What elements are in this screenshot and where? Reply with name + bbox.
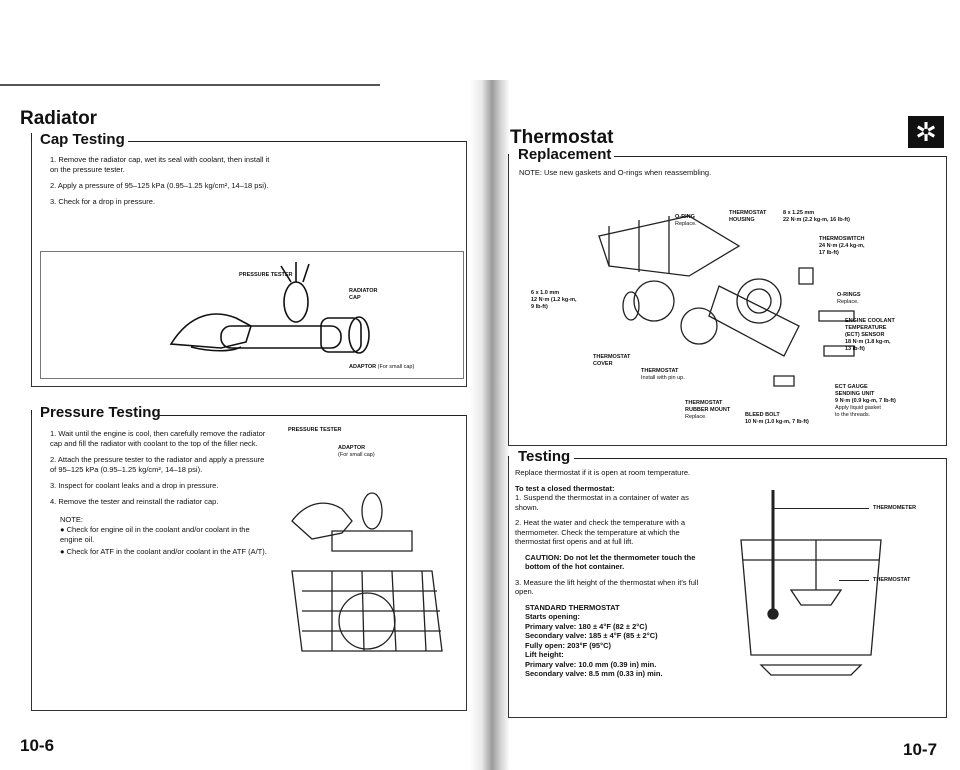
thermostat-exploded-view	[598, 215, 855, 387]
pressure-fig-tester: PRESSURE TESTER	[288, 427, 342, 433]
pressure-step-2: 2. Attach the pressure tester to the rad…	[50, 455, 265, 474]
fig-thermostat-test: THERMOSTAT	[873, 577, 911, 583]
thermostat-logo-icon: ✲	[908, 116, 944, 148]
section-heading-pressure-testing: Pressure Testing	[40, 404, 161, 421]
page-title-radiator: Radiator	[20, 108, 98, 129]
thermostat-test-illustration	[740, 490, 882, 676]
page-number-right: 10-7	[903, 740, 938, 759]
pressure-fig-adaptor: ADAPTOR(For small cap)	[338, 445, 375, 458]
spec-line: Primary valve: 180 ± 4°F (82 ± 2°C)	[525, 621, 648, 631]
cap-fig-pressure-tester: PRESSURE TESTER	[239, 272, 293, 278]
testing-box: Replace thermostat if it is open at room…	[508, 458, 947, 718]
spec-list: Starts opening: Primary valve: 180 ± 4°F…	[525, 612, 711, 679]
testing-closed-title: To test a closed thermostat:	[515, 483, 615, 493]
testing-text: Replace thermostat if it is open at room…	[515, 468, 711, 679]
pressure-steps: 1. Wait until the engine is cool, then c…	[50, 429, 268, 563]
spec-line: Fully open: 203°F (95°C)	[525, 640, 612, 650]
cap-fig-adaptor: ADAPTOR (For small cap)	[349, 364, 415, 370]
left-frame-top	[31, 133, 32, 143]
cap-steps: 1. Remove the radiator cap, wet its seal…	[50, 155, 272, 213]
top-edge-line	[0, 84, 380, 86]
testing-step-1: 1. Suspend the thermostat in a container…	[515, 493, 689, 512]
spec-line: Lift height:	[525, 650, 564, 659]
cap-fig-radiator-cap: RADIATOR CAP	[349, 288, 378, 301]
spec-line: Starts opening:	[525, 612, 581, 621]
cap-testing-box: 1. Remove the radiator cap, wet its seal…	[31, 141, 467, 387]
spec-line: Secondary valve: 185 ± 4°F (85 ± 2°C)	[525, 631, 658, 640]
pressure-note-title: NOTE:	[60, 515, 83, 524]
cap-tester-illustration	[169, 262, 370, 354]
cap-figure-frame: PRESSURE TESTER RADIATOR CAP ADAPTOR (Fo…	[40, 251, 464, 379]
thermostat-leader	[839, 580, 869, 581]
spec-title: STANDARD THERMOSTAT	[525, 602, 620, 612]
spec-line: Primary valve: 10.0 mm (0.39 in) min.	[525, 659, 657, 669]
pressure-note-2: ● Check for ATF in the coolant and/or co…	[60, 547, 267, 556]
cap-step-1: 1. Remove the radiator cap, wet its seal…	[50, 155, 270, 174]
replacement-heading-rule	[614, 156, 946, 157]
fig-thermometer: THERMOMETER	[873, 505, 917, 511]
pressure-testing-box: 1. Wait until the engine is cool, then c…	[31, 415, 467, 711]
page-number-left: 10-6	[20, 736, 55, 755]
replacement-box: NOTE: Use new gaskets and O-rings when r…	[508, 156, 947, 446]
testing-step-2: 2. Heat the water and check the temperat…	[515, 518, 686, 546]
cap-heading-rule	[128, 141, 466, 142]
testing-heading-rule	[574, 458, 946, 459]
pressure-step-3: 3. Inspect for coolant leaks and a drop …	[50, 481, 219, 490]
section-heading-testing: Testing	[518, 448, 571, 465]
spec-line: Secondary valve: 8.5 mm (0.33 in) min.	[525, 669, 663, 678]
cap-step-3: 3. Check for a drop in pressure.	[50, 197, 156, 206]
page-title-thermostat: Thermostat	[510, 127, 614, 148]
pressure-step-4: 4. Remove the tester and reinstall the r…	[50, 497, 219, 506]
pressure-step-1: 1. Wait until the engine is cool, then c…	[50, 429, 266, 448]
section-heading-replacement: Replacement	[518, 146, 612, 163]
testing-caution: CAUTION: Do not let the thermometer touc…	[525, 552, 696, 572]
testing-intro: Replace thermostat if it is open at room…	[515, 468, 691, 477]
section-heading-cap-testing: Cap Testing	[40, 131, 125, 148]
replacement-note: NOTE: Use new gaskets and O-rings when r…	[519, 168, 712, 177]
testing-step-3: 3. Measure the lift height of the thermo…	[515, 577, 699, 597]
book-spine	[470, 80, 510, 770]
cap-step-2: 2. Apply a pressure of 95–125 kPa (0.95–…	[50, 181, 269, 190]
pressure-note-1: ● Check for engine oil in the coolant an…	[60, 525, 250, 544]
radiator-pressure-illustration	[291, 492, 443, 652]
pressure-heading-rule	[156, 415, 466, 416]
thermometer-leader	[774, 508, 869, 509]
